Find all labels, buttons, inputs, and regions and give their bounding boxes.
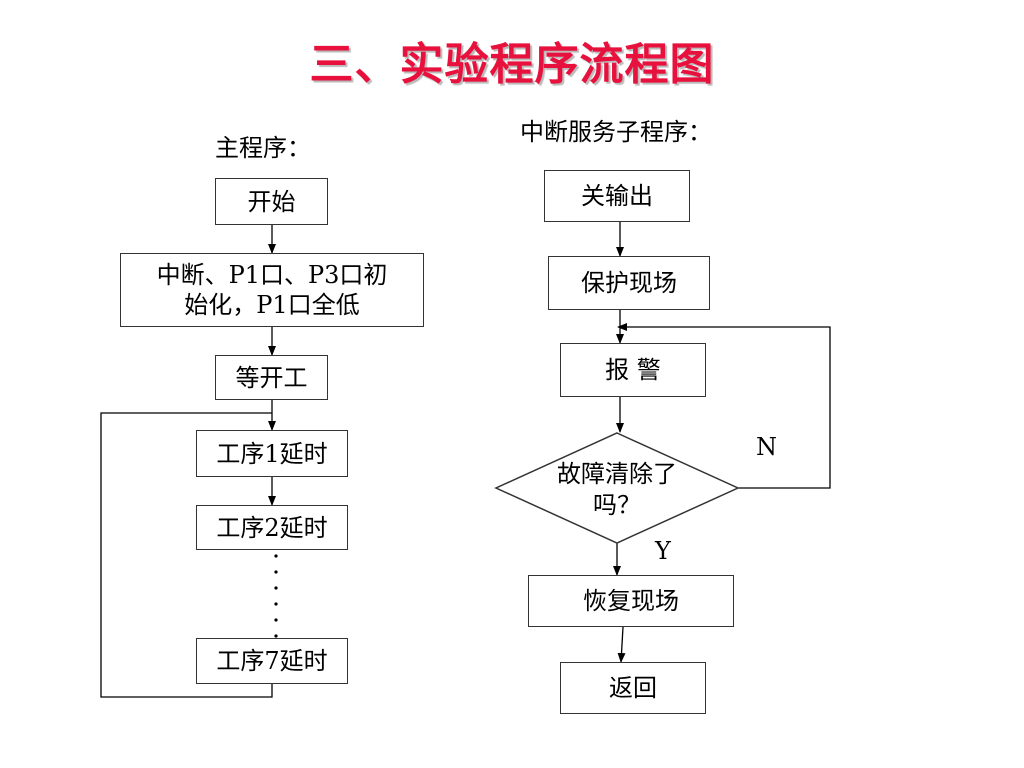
- init-label-line1: 中断、P1口、P3口初: [156, 261, 388, 289]
- alarm-box: 报 警: [560, 343, 706, 397]
- wait-box: 等开工: [215, 355, 328, 400]
- no-branch-line: [617, 323, 831, 489]
- return-box: 返回: [560, 662, 706, 714]
- restore-context-label: 恢复现场: [583, 587, 679, 615]
- continuation-dots: [274, 554, 278, 638]
- save-context-box: 保护现场: [548, 256, 710, 310]
- close-output-label: 关输出: [581, 182, 653, 210]
- decision-text: 故障清除了 吗？: [527, 459, 707, 521]
- main-program-heading: 主程序：: [215, 134, 311, 162]
- decision-label-line2: 吗？: [593, 491, 641, 520]
- start-label: 开始: [247, 187, 296, 216]
- step1-box: 工序1延时: [196, 430, 348, 477]
- wait-label: 等开工: [235, 363, 308, 392]
- close-output-box: 关输出: [544, 170, 690, 222]
- step2-label: 工序2延时: [216, 513, 328, 542]
- alarm-label: 报 警: [605, 356, 661, 384]
- yes-branch-label: Y: [655, 537, 671, 565]
- no-branch-label: N: [756, 433, 777, 461]
- page-title: 三、实验程序流程图: [309, 39, 715, 90]
- return-label: 返回: [609, 674, 657, 702]
- decision-diamond: [494, 432, 740, 544]
- init-label-line2: 始化，P1口全低: [184, 291, 360, 319]
- step1-label: 工序1延时: [216, 439, 328, 468]
- arrow-restore-to-return: [617, 626, 626, 663]
- restore-context-box: 恢复现场: [528, 575, 734, 627]
- step7-box: 工序7延时: [196, 638, 348, 684]
- init-box: 中断、P1口、P3口初 始化，P1口全低: [120, 253, 424, 327]
- decision-label-line1: 故障清除了: [557, 460, 677, 488]
- step2-box: 工序2延时: [196, 505, 348, 550]
- save-context-label: 保护现场: [581, 269, 677, 297]
- step7-label: 工序7延时: [216, 647, 328, 675]
- start-box: 开始: [215, 178, 328, 225]
- interrupt-program-heading: 中断服务子程序：: [520, 118, 712, 146]
